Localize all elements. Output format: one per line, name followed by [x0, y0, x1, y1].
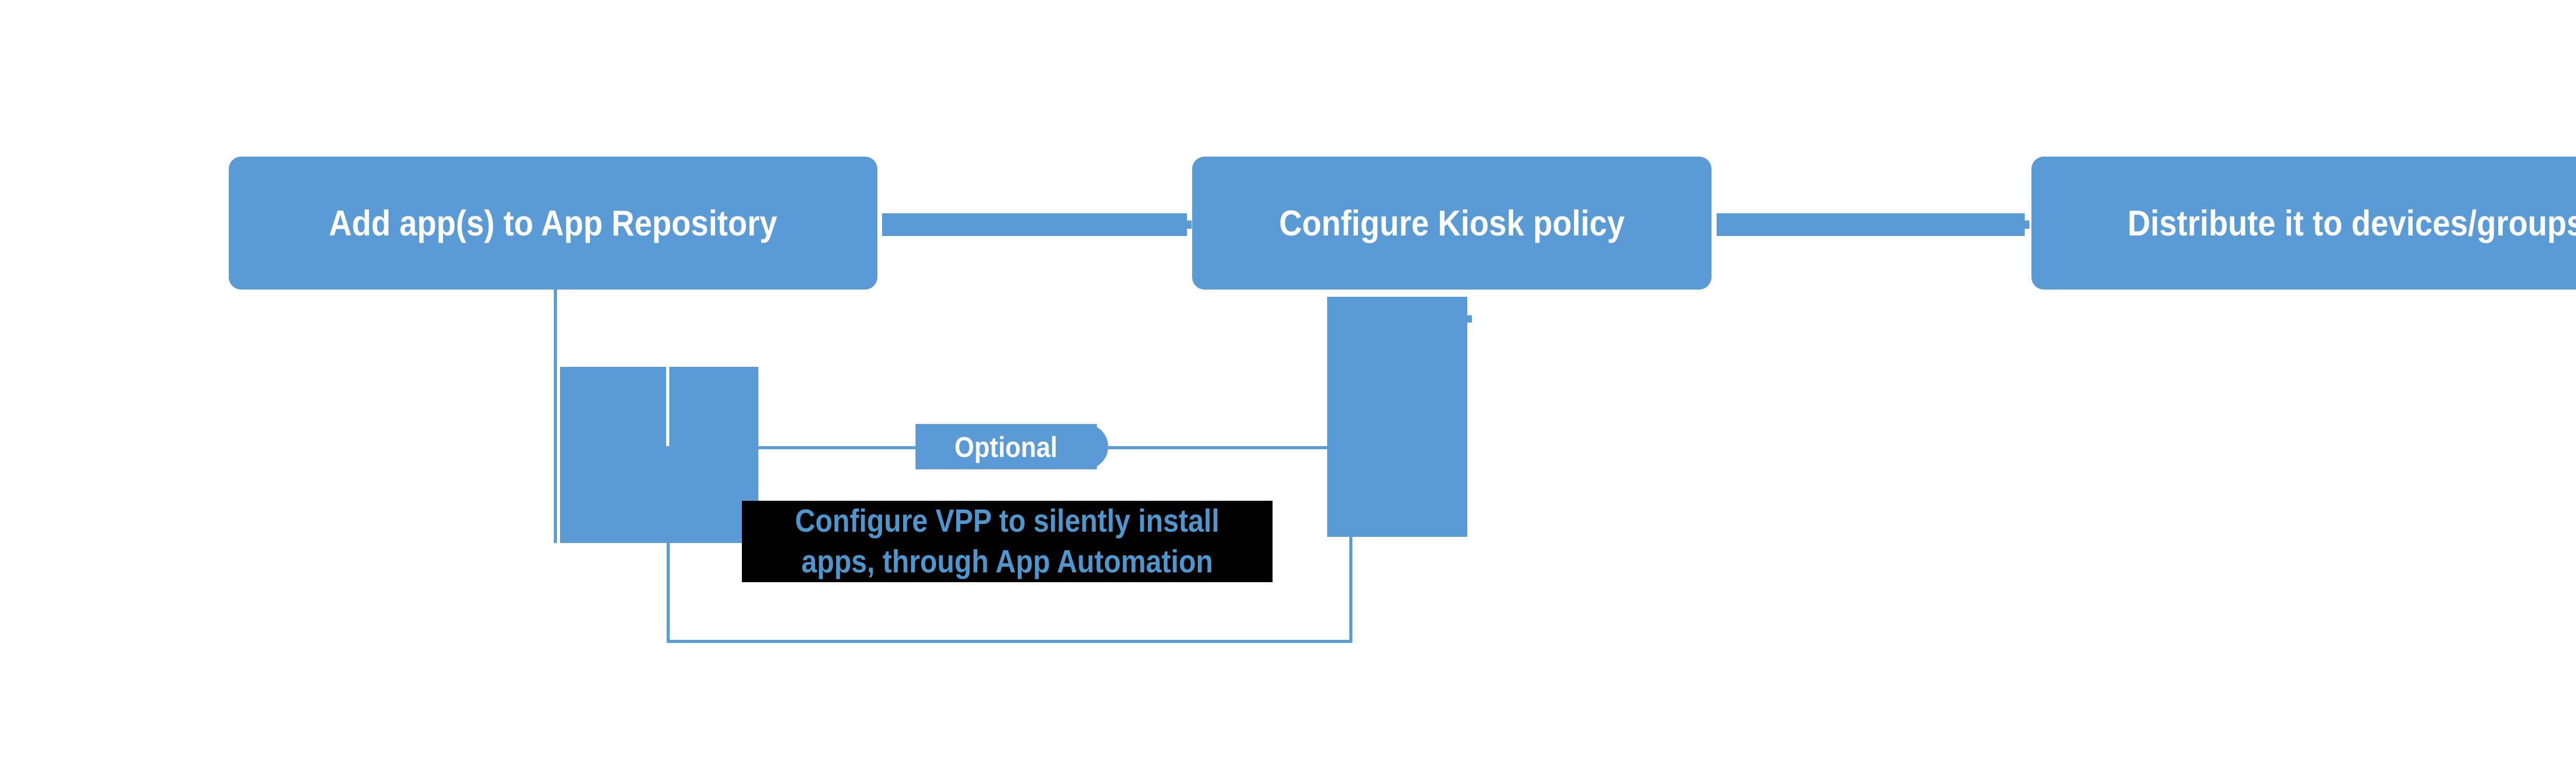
connector-bar-1: [882, 213, 1187, 236]
optional-branch-drop-line: [554, 290, 557, 543]
optional-filled-connector-block: [560, 367, 758, 543]
step-label-add-apps: Add app(s) to App Repository: [329, 203, 777, 243]
connector-arrow-tip-1: [1187, 221, 1192, 229]
step-label-configure-kiosk-policy: Configure Kiosk policy: [1279, 203, 1625, 243]
optional-note-line2: apps, through App Automation: [801, 544, 1213, 580]
step-box-add-apps: Add app(s) to App Repository: [229, 157, 877, 290]
optional-note-text: Configure VPP to silently install apps, …: [795, 501, 1219, 582]
optional-badge: Optional: [916, 424, 1097, 469]
step-label-distribute: Distribute it to devices/groups: [2127, 203, 2576, 243]
connector-arrow-tip-2: [2025, 221, 2029, 229]
optional-return-bar: [1327, 297, 1467, 537]
step-box-distribute: Distribute it to devices/groups: [2031, 157, 2576, 290]
optional-badge-label: Optional: [955, 430, 1058, 463]
step-box-configure-kiosk-policy: Configure Kiosk policy: [1192, 157, 1711, 290]
optional-note-highlight: Configure VPP to silently install apps, …: [742, 501, 1273, 582]
optional-return-bar-arrow-tip: [1467, 315, 1472, 323]
optional-note-line1: Configure VPP to silently install: [795, 503, 1219, 539]
optional-connector-gap-line: [666, 367, 669, 446]
connector-bar-2: [1717, 213, 2025, 236]
